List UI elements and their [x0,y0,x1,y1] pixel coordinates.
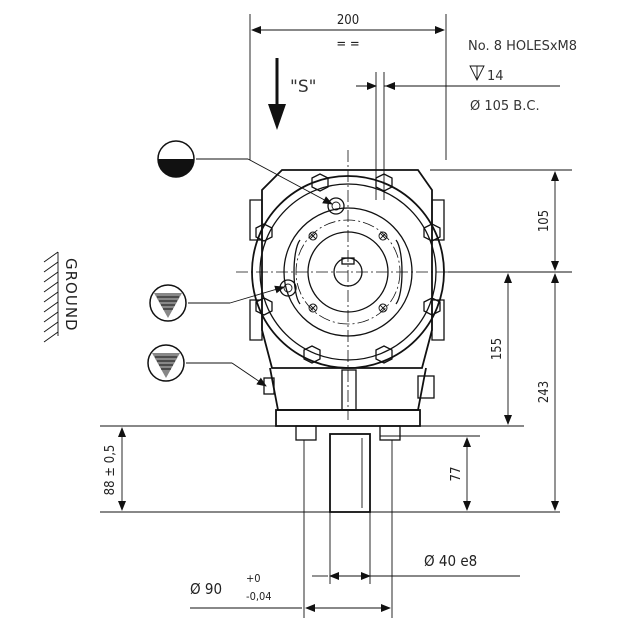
depth-symbol-icon [469,65,485,82]
dim-200-label: 200 [337,13,359,28]
flange-bolts [255,173,441,364]
oil-drain-icon [147,344,185,382]
direction-indicator: "S" [268,58,316,130]
holes-line-2: 14 [487,69,504,84]
right-dimensions: 105 155 243 77 [380,169,572,511]
dim-88-label: 88 ± 0,5 [103,445,118,496]
base-dia-label: Ø 90 [190,580,222,598]
dim-77-label: 77 [449,467,464,482]
ground-symbol: GROUND [43,251,80,343]
holes-line-1: No. 8 HOLESxM8 [468,39,577,54]
gearbox-body [249,169,445,513]
holes-note: No. 8 HOLESxM8 14 Ø 105 B.C. [356,39,577,200]
shaft-dia-label: Ø 40 e8 [424,552,477,570]
ground-label: GROUND [62,258,80,332]
base-tol-lower: -0,04 [246,590,272,603]
base-tol-upper: +0 [246,572,261,585]
direction-label: "S" [290,77,316,97]
dim-105-label: 105 [537,210,552,232]
base-diameter-dimension: Ø 90 +0 -0,04 [190,440,393,618]
equal-marks: = = [336,37,359,52]
arrow-down-icon [268,58,286,130]
oil-level-icon [149,284,187,322]
holes-line-3: Ø 105 B.C. [470,99,540,114]
oil-fill-icon [157,140,195,178]
dim-155-label: 155 [490,338,505,360]
left-dimension-88: 88 ± 0,5 [103,427,126,511]
dimension-200: 200 = = [249,13,447,160]
dim-243-label: 243 [537,381,552,403]
shaft-diameter-dimension: Ø 40 e8 [312,512,520,584]
